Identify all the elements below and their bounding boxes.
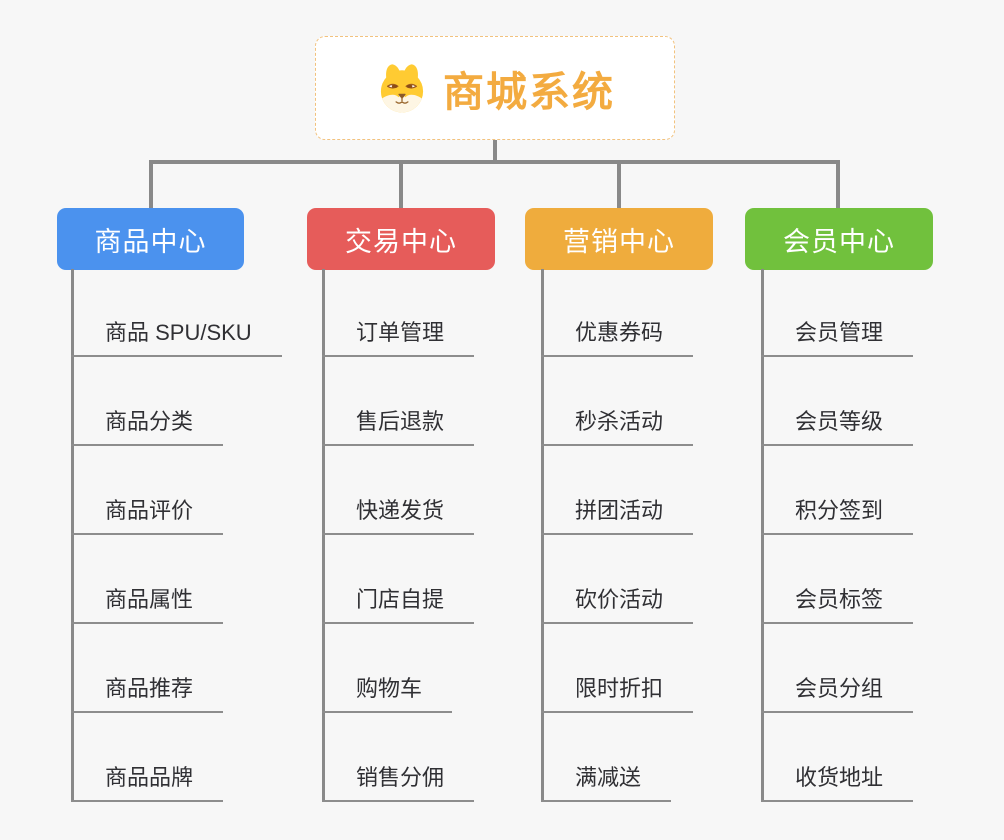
subtopic-product-recommend[interactable]: 商品推荐: [71, 671, 224, 713]
connector-drop-member: [836, 160, 840, 208]
root-topic-title: 商城系统: [443, 69, 615, 115]
connector-bus: [149, 160, 840, 164]
subtopic-product-category[interactable]: 商品分类: [71, 404, 224, 446]
branch-label: 营销中心: [563, 226, 675, 257]
connector-drop-product: [149, 160, 153, 208]
branch-topic-member-center[interactable]: 会员中心: [745, 208, 933, 270]
shiba-dog-icon: [380, 64, 424, 113]
subtopic-after-sale-refund[interactable]: 售后退款: [322, 404, 475, 446]
root-topic[interactable]: 商城系统: [315, 36, 675, 140]
subtopic-shipping-address[interactable]: 收货地址: [761, 760, 914, 802]
subtopic-product-brand[interactable]: 商品品牌: [71, 760, 224, 802]
branch-topic-marketing-center[interactable]: 营销中心: [525, 208, 713, 270]
branch-spine-member: [761, 269, 764, 802]
branch-label: 会员中心: [783, 226, 895, 257]
subtopic-limited-time-discount[interactable]: 限时折扣: [541, 671, 694, 713]
subtopic-member-groups[interactable]: 会员分组: [761, 671, 914, 713]
branch-spine-product: [71, 269, 74, 802]
subtopic-product-review[interactable]: 商品评价: [71, 493, 224, 535]
subtopic-spend-and-save[interactable]: 满减送: [541, 760, 672, 802]
branch-label: 交易中心: [345, 226, 457, 257]
branch-label: 商品中心: [94, 226, 207, 257]
subtopic-member-tags[interactable]: 会员标签: [761, 582, 914, 624]
branch-spine-marketing: [541, 269, 544, 802]
subtopic-order-management[interactable]: 订单管理: [322, 315, 475, 357]
subtopic-coupon-code[interactable]: 优惠券码: [541, 315, 694, 357]
connector-drop-marketing: [617, 160, 621, 208]
subtopic-product-attribute[interactable]: 商品属性: [71, 582, 224, 624]
subtopic-shopping-cart[interactable]: 购物车: [322, 671, 453, 713]
subtopic-product-spu-sku[interactable]: 商品 SPU/SKU: [71, 315, 282, 357]
connector-drop-trade: [399, 160, 403, 208]
branch-spine-trade: [322, 269, 325, 802]
subtopic-store-pickup[interactable]: 门店自提: [322, 582, 475, 624]
subtopic-express-shipping[interactable]: 快递发货: [322, 493, 475, 535]
subtopic-bargain-activity[interactable]: 砍价活动: [541, 582, 694, 624]
subtopic-flash-sale[interactable]: 秒杀活动: [541, 404, 694, 446]
branch-topic-product-center[interactable]: 商品中心: [57, 208, 244, 270]
subtopic-member-level[interactable]: 会员等级: [761, 404, 914, 446]
subtopic-points-checkin[interactable]: 积分签到: [761, 493, 914, 535]
subtopic-member-management[interactable]: 会员管理: [761, 315, 914, 357]
connector-root-stub: [493, 140, 497, 162]
subtopic-sales-commission[interactable]: 销售分佣: [322, 760, 475, 802]
subtopic-group-buy[interactable]: 拼团活动: [541, 493, 694, 535]
branch-topic-trade-center[interactable]: 交易中心: [307, 208, 495, 270]
